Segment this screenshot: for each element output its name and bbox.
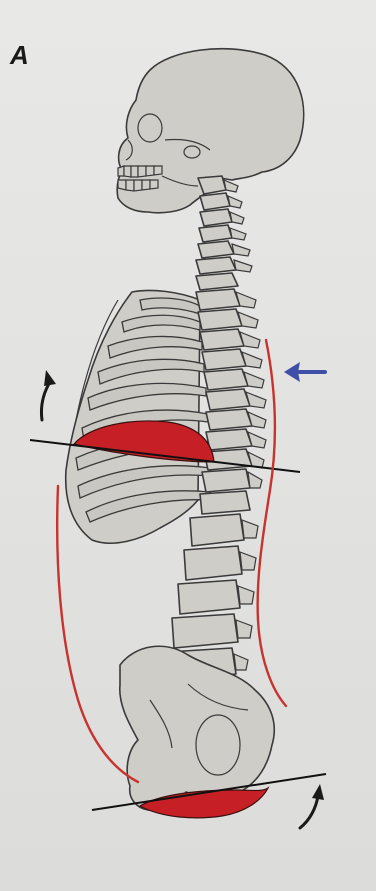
curved-arrow-up-icon (41, 370, 56, 420)
thoracic-spine (196, 289, 266, 514)
curved-arrow-up-icon-bottom (300, 784, 324, 828)
cervical-spine (196, 176, 252, 290)
posterior-contour-line (258, 340, 286, 706)
rib-cage (66, 290, 210, 543)
arrow-left-icon (284, 362, 325, 382)
